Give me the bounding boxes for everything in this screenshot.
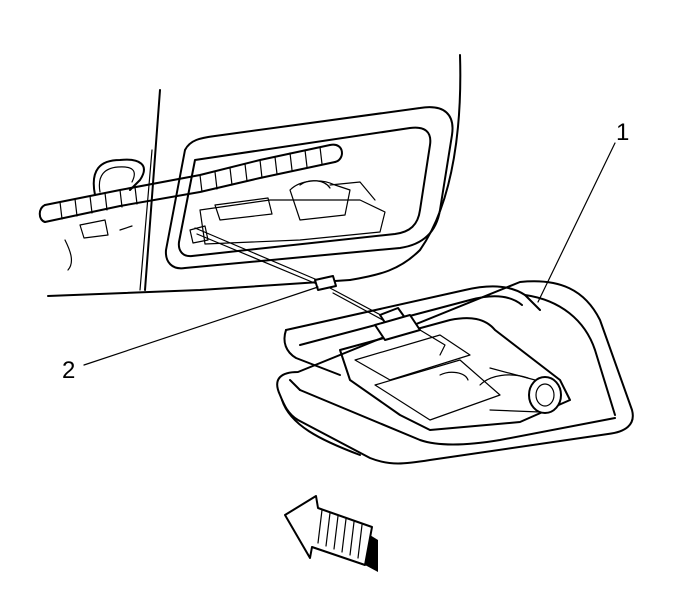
leader-line-2 — [83, 286, 319, 366]
overhead-console — [276, 280, 634, 465]
leader-line-1 — [537, 142, 616, 303]
callout-2: 2 — [62, 357, 75, 384]
headliner-panel — [47, 54, 462, 297]
direction-arrow — [284, 495, 378, 572]
console-opening — [164, 106, 454, 270]
wiring-harness — [38, 143, 343, 271]
callout-1: 1 — [616, 119, 629, 146]
leader-lines — [83, 142, 616, 366]
